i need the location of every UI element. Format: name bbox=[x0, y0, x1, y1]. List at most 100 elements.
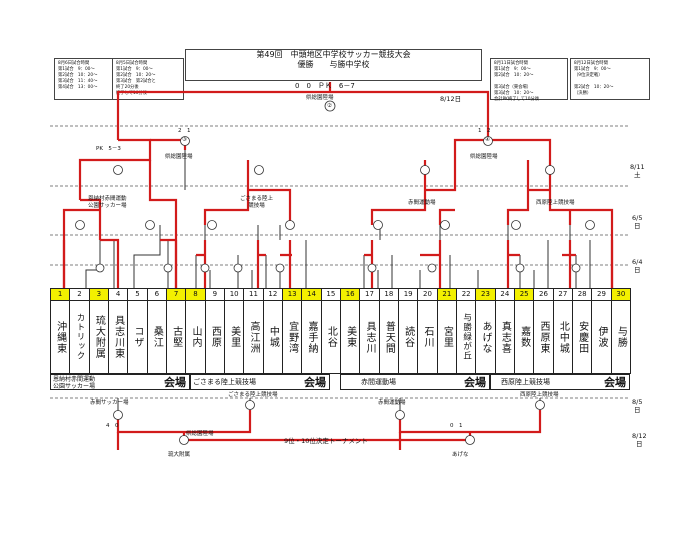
team-name: 宮里 bbox=[441, 326, 453, 348]
team-number: 28 bbox=[573, 289, 592, 301]
semi-right-no: ④ bbox=[485, 137, 490, 143]
title-line-1: 第49回 中頭地区中学校サッカー競技大会 bbox=[256, 50, 411, 59]
team-number: 9 bbox=[205, 289, 224, 301]
team-name: コザ bbox=[131, 326, 143, 348]
venue-kaijo-3: 会場 bbox=[464, 376, 486, 389]
team-number: 17 bbox=[360, 289, 379, 301]
team-number: 29 bbox=[592, 289, 611, 301]
venue-row-4: 西原陸上競技場 会場 bbox=[490, 374, 630, 390]
semi-left-score: 2 1 bbox=[178, 128, 191, 134]
team-number: 7 bbox=[167, 289, 186, 301]
team-cell-12: 12 中城 bbox=[262, 288, 283, 374]
team-number: 20 bbox=[418, 289, 437, 301]
venue-name-4: 西原陸上競技場 bbox=[501, 378, 550, 386]
date-aug5: 8/5 日 bbox=[632, 398, 642, 414]
semi-right-score: 1 2 bbox=[478, 128, 491, 134]
block-label-1: 恩納村赤間運動 公園サッカー場 bbox=[88, 196, 127, 209]
semi-left-venue: 県総園陸場 bbox=[165, 154, 193, 160]
date-aug12-value: 8/12 bbox=[632, 432, 647, 440]
team-number: 12 bbox=[263, 289, 282, 301]
team-number: 1 bbox=[51, 289, 70, 301]
consolation-left-team: 琉大附属 bbox=[168, 452, 191, 458]
date-aug11-value: 8/11 bbox=[630, 163, 645, 171]
team-cell-18: 18 普天間 bbox=[378, 288, 399, 374]
date-jun5-day: 日 bbox=[633, 222, 641, 230]
consolation-venue-2: ごさまる陸上競技場 bbox=[228, 392, 278, 398]
venue-row-3: 赤間運動場 会場 bbox=[340, 374, 490, 390]
final-venue: 県総園陸場 bbox=[306, 95, 334, 101]
team-number: 19 bbox=[399, 289, 418, 301]
team-number: 16 bbox=[341, 289, 360, 301]
consolation-title: 9位・10位決定トーナメント bbox=[284, 437, 368, 445]
venue-name-3: 赤間運動場 bbox=[361, 378, 396, 386]
team-name: 読谷 bbox=[402, 326, 414, 348]
tournament-title: 第49回 中頭地区中学校サッカー競技大会 優勝 与勝中学校 bbox=[185, 49, 482, 81]
team-number: 2 bbox=[70, 289, 89, 301]
team-number: 25 bbox=[515, 289, 534, 301]
notice-box-1: 8月6日試合時間 第1試合 9：00～ 第2試合 10：20～ 第3試合 11：… bbox=[54, 58, 114, 100]
team-number: 15 bbox=[321, 289, 340, 301]
team-cell-7: 7 古堅 bbox=[166, 288, 187, 374]
team-cell-17: 17 具志川 bbox=[359, 288, 380, 374]
team-cell-9: 9 西原 bbox=[204, 288, 225, 374]
block-label-2: ごさまる陸上 競技場 bbox=[240, 196, 274, 209]
consolation-right-team: あげな bbox=[452, 452, 469, 458]
team-cell-28: 28 安慶田 bbox=[572, 288, 593, 374]
venue-name-1: 恩納村赤間運動 公園サッカー場 bbox=[53, 376, 96, 390]
team-name: 西原 bbox=[209, 326, 221, 348]
final-date: 8/12日 bbox=[440, 95, 462, 103]
notice-box-4: 8月12日試合時間 第1試合 9：00～ （9位決定戦） 第2試合 10：20～… bbox=[570, 58, 650, 100]
venue-row-2: ごさまる陸上競技場 会場 bbox=[190, 374, 330, 390]
team-number: 22 bbox=[457, 289, 476, 301]
team-number: 6 bbox=[147, 289, 166, 301]
team-name: 美東 bbox=[344, 326, 356, 348]
team-number: 13 bbox=[283, 289, 302, 301]
team-cell-25: 25 嘉数 bbox=[514, 288, 535, 374]
team-name: 中城 bbox=[267, 326, 279, 348]
team-number: 4 bbox=[109, 289, 128, 301]
consolation-venue-1: 赤間サッカー場 bbox=[90, 400, 129, 406]
venue-name-2: ごさまる陸上競技場 bbox=[193, 378, 256, 386]
semi-right-venue: 県総園陸場 bbox=[470, 154, 498, 160]
team-name: 琉大附属 bbox=[93, 315, 105, 359]
team-cell-16: 16 美東 bbox=[340, 288, 361, 374]
venue-row-1: 恩納村赤間運動 公園サッカー場 会場 bbox=[50, 374, 190, 390]
title-line-2: 優勝 与勝中学校 bbox=[297, 60, 370, 69]
team-name: 北中城 bbox=[557, 320, 569, 354]
team-name: 北谷 bbox=[325, 326, 337, 348]
team-number: 18 bbox=[379, 289, 398, 301]
team-name: 嘉数 bbox=[518, 326, 530, 348]
venue-kaijo-2: 会場 bbox=[304, 376, 326, 389]
final-score: 0 0 ＰＫ 6－7 bbox=[295, 82, 355, 90]
team-number: 23 bbox=[476, 289, 495, 301]
team-number: 8 bbox=[186, 289, 205, 301]
team-number: 14 bbox=[302, 289, 321, 301]
date-aug5-value: 8/5 bbox=[632, 398, 643, 406]
team-name: 古堅 bbox=[170, 326, 182, 348]
team-name: 伊波 bbox=[595, 326, 607, 348]
team-name: 具志川 bbox=[363, 320, 375, 354]
consolation-venue-4: 西原陸上競技場 bbox=[520, 392, 559, 398]
date-aug12-day: 日 bbox=[636, 440, 643, 448]
date-jun4-value: 6/4 bbox=[632, 258, 643, 266]
team-name: 与勝緑が丘 bbox=[461, 313, 472, 361]
date-jun5: 6/5 日 bbox=[632, 214, 642, 230]
team-cell-19: 19 読谷 bbox=[398, 288, 419, 374]
team-name: 真志喜 bbox=[499, 320, 511, 354]
final-match-no: ② bbox=[327, 103, 332, 109]
team-name: 安慶田 bbox=[576, 320, 588, 354]
team-number: 10 bbox=[225, 289, 244, 301]
team-name: 普天間 bbox=[383, 320, 395, 354]
